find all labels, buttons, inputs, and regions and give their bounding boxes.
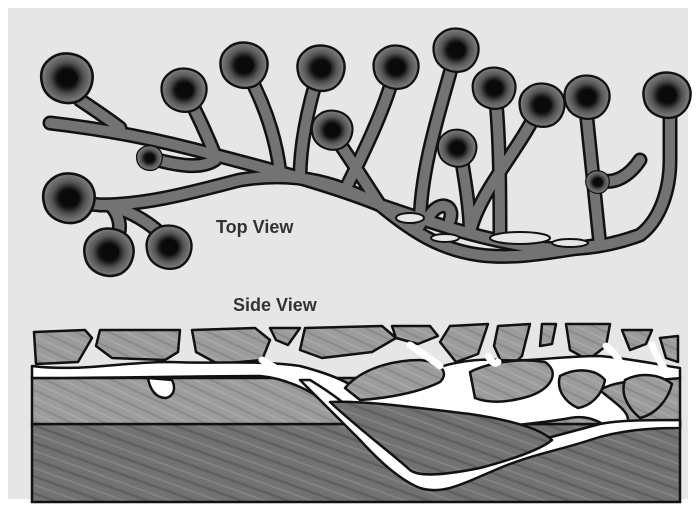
sinkhole — [374, 46, 419, 89]
sinkhole — [137, 146, 163, 171]
sinkhole — [162, 69, 207, 112]
sinkhole — [473, 68, 516, 109]
sinkhole — [643, 73, 690, 118]
sinkhole — [220, 43, 267, 88]
side-view-cross-section — [32, 324, 680, 502]
sinkhole — [41, 53, 92, 102]
top-view-label: Top View — [216, 217, 293, 238]
sinkhole — [586, 171, 610, 194]
sinkhole — [434, 29, 479, 72]
sinkhole — [297, 46, 344, 91]
sinkhole — [147, 226, 192, 269]
sinkhole — [565, 76, 610, 119]
sinkhole — [84, 229, 133, 276]
sinkhole — [312, 111, 353, 150]
sinkhole — [520, 84, 565, 127]
side-view-label: Side View — [233, 295, 317, 316]
sinkhole — [438, 130, 477, 167]
sinkhole — [43, 173, 94, 222]
